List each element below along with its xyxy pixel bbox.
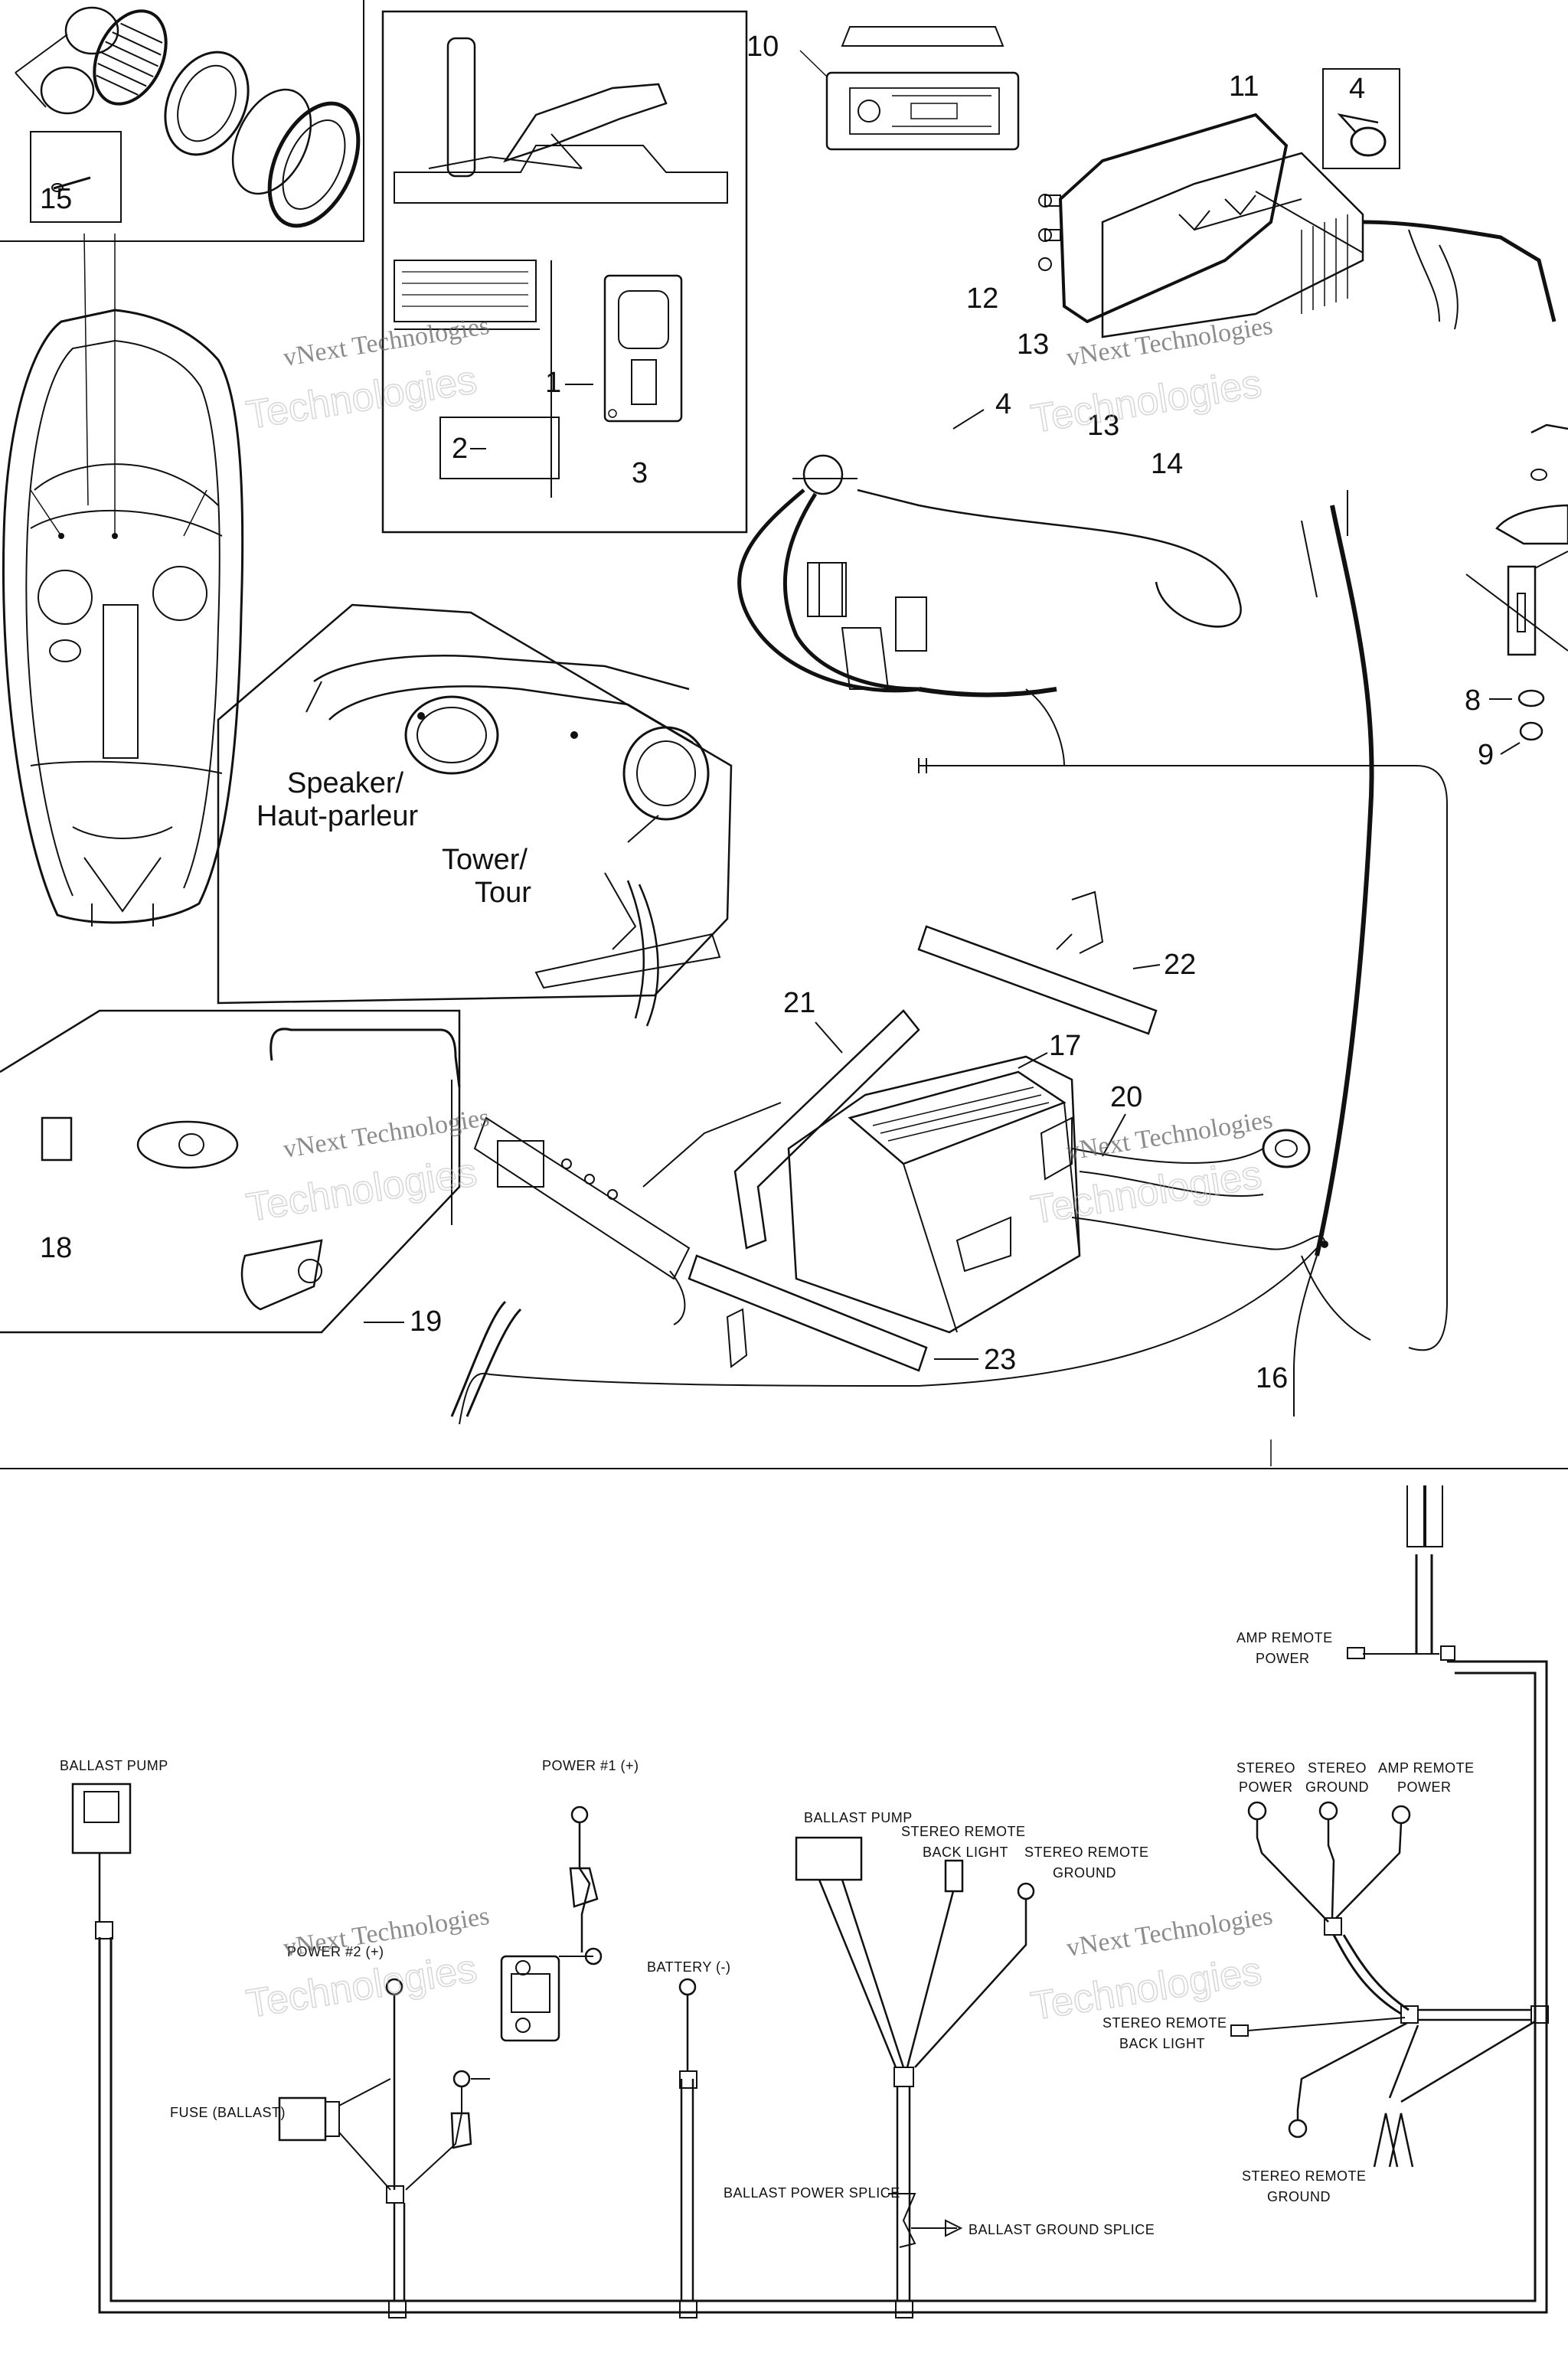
watermark-4b: Technologies (1028, 1152, 1265, 1233)
callout-20: 20 (1110, 1081, 1142, 1113)
watermark-2b: Technologies (1028, 361, 1265, 442)
caption-tower: Tower/ (442, 844, 528, 876)
callout-13-mid: 13 (1087, 410, 1119, 442)
label-stereo-remote-ground-mid-1: STEREO REMOTE (1024, 1845, 1149, 1860)
captions: Speaker/ Haut-parleur Tower/ Tour (256, 767, 531, 909)
callout-10: 10 (746, 31, 779, 63)
label-ballast-pump-left: BALLAST PUMP (60, 1758, 168, 1773)
callout-22: 22 (1164, 949, 1196, 981)
callout-13-top: 13 (1017, 328, 1049, 361)
callout-23: 23 (984, 1344, 1016, 1376)
callout-8: 8 (1465, 685, 1481, 717)
vent-inset (0, 0, 364, 242)
callout-1: 1 (545, 367, 561, 399)
callout-18: 18 (40, 1232, 72, 1264)
callout-21: 21 (783, 987, 815, 1019)
label-stereo-remote-ground-right-2: GROUND (1267, 2189, 1331, 2204)
label-fuse: FUSE (BALLAST) (170, 2105, 286, 2120)
label-ballast-power-splice: BALLAST POWER SPLICE (724, 2185, 900, 2201)
callout-17: 17 (1049, 1030, 1081, 1062)
label-amp-remote-power-right-2: POWER (1397, 1779, 1452, 1795)
label-stereo-remote-back-light-mid-2: BACK LIGHT (923, 1845, 1008, 1860)
label-stereo-remote-back-light-right-2: BACK LIGHT (1119, 2036, 1205, 2051)
callout-16: 16 (1256, 1362, 1288, 1394)
label-stereo-power-2: POWER (1239, 1779, 1293, 1795)
label-ballast-pump-mid: BALLAST PUMP (804, 1810, 913, 1825)
callout-numbers: 15 1 2 3 10 11 4 12 13 4 13 14 8 9 22 21… (40, 31, 1521, 1394)
label-stereo-remote-ground-mid-2: GROUND (1053, 1865, 1116, 1881)
control-panel-inset (381, 10, 748, 534)
stereo-housing (1038, 113, 1557, 338)
callout-11: 11 (1229, 70, 1259, 103)
label-power2: POWER #2 (+) (287, 1944, 384, 1959)
upper-harness (737, 454, 1448, 1351)
callout-4-top: 4 (1349, 73, 1365, 105)
label-stereo-remote-back-light-right-1: STEREO REMOTE (1102, 2015, 1227, 2031)
label-stereo-remote-ground-right-1: STEREO REMOTE (1242, 2168, 1367, 2184)
callout-4-mid: 4 (995, 388, 1011, 420)
callout-14: 14 (1151, 448, 1183, 480)
label-stereo-ground-1: STEREO (1308, 1760, 1367, 1776)
wiring-labels: AMP REMOTE POWER BALLAST PUMP POWER #1 (… (60, 1630, 1475, 2237)
label-stereo-power-1: STEREO (1236, 1760, 1295, 1776)
label-amp-remote-power-right-1: AMP REMOTE (1378, 1760, 1475, 1776)
caption-speaker: Speaker/ (287, 767, 404, 799)
main-cable (450, 1240, 1371, 1466)
label-stereo-ground-2: GROUND (1305, 1779, 1369, 1795)
watermark-2: vNext Technologies (1064, 312, 1274, 372)
wiring-diagram (71, 1485, 1549, 2318)
callout-3: 3 (632, 457, 648, 489)
tower-inset (217, 603, 733, 1027)
watermark-3b: Technologies (243, 1150, 480, 1230)
boat-top-view (2, 233, 244, 926)
bracket-stack (1465, 423, 1568, 741)
label-ballast-ground-splice: BALLAST GROUND SPLICE (969, 2222, 1155, 2237)
callout-15: 15 (40, 183, 72, 215)
stereo-head-unit (799, 26, 1020, 151)
speaker-ring (1071, 1129, 1311, 1168)
transom-inset (0, 1009, 782, 1334)
label-battery: BATTERY (-) (647, 1959, 731, 1975)
callout-2: 2 (452, 433, 468, 465)
label-power1: POWER #1 (+) (542, 1758, 639, 1773)
callout-19: 19 (410, 1305, 442, 1338)
caption-haut-parleur: Haut-parleur (256, 800, 419, 832)
label-amp-remote-power-top-1: AMP REMOTE (1236, 1630, 1333, 1645)
label-amp-remote-power-top-2: POWER (1256, 1651, 1310, 1666)
caption-tour: Tour (475, 877, 531, 909)
amplifier (688, 890, 1325, 1372)
callout-9: 9 (1478, 739, 1494, 771)
watermark-1b: Technologies (243, 358, 480, 438)
callout-12: 12 (966, 283, 998, 315)
clamp-inset (1322, 68, 1400, 169)
label-stereo-remote-back-light-mid-1: STEREO REMOTE (901, 1824, 1026, 1839)
watermarks: vNext Technologies Technologies vNext Te… (243, 312, 1275, 2030)
